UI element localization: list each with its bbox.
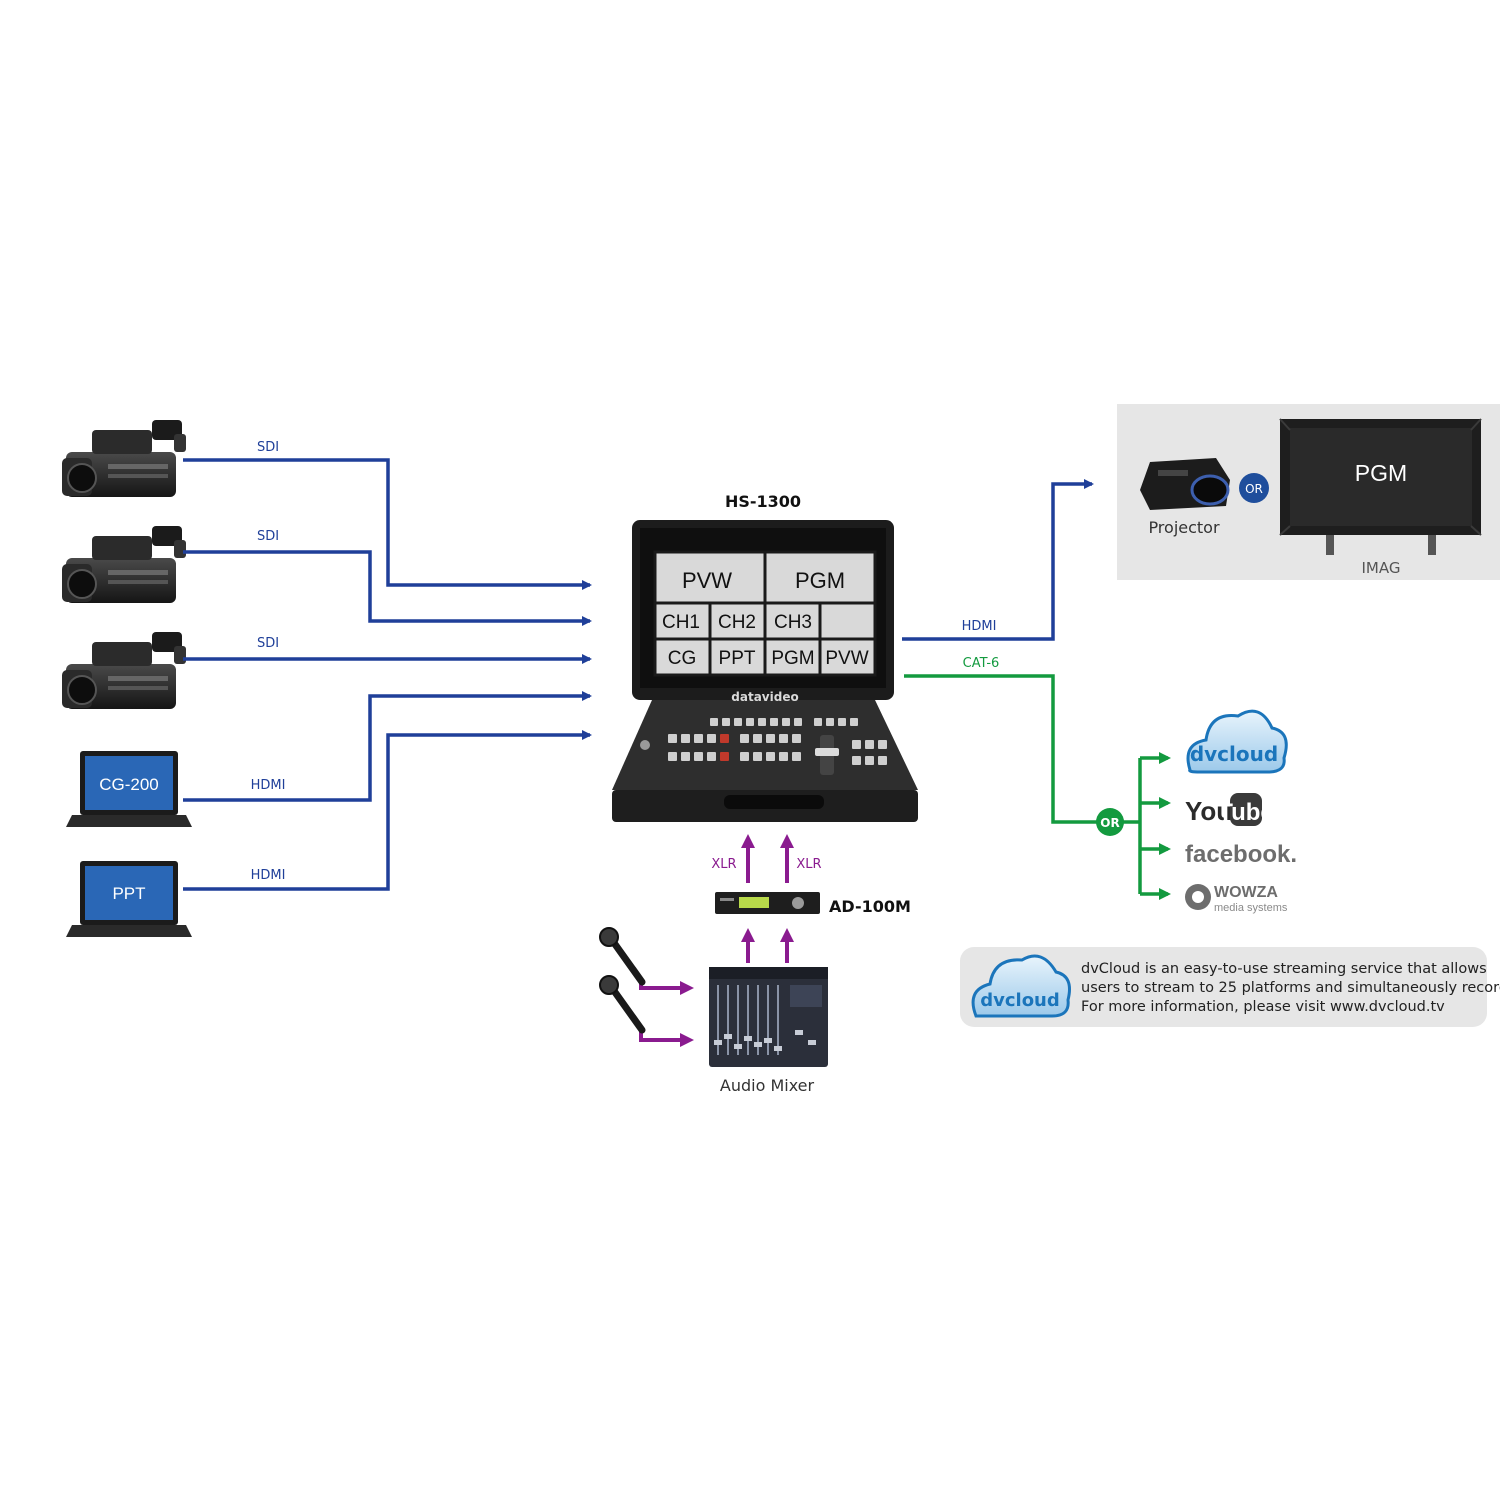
projector-label: Projector	[1148, 518, 1220, 537]
microphone-icon-1	[599, 927, 646, 986]
link-label-sdi-2: SDI	[257, 529, 279, 544]
switcher-device: PVW PGM CH1 CH2 CH3 CG PPT PGM PVW datav…	[612, 520, 918, 822]
mv-mid-3: CH3	[774, 612, 812, 633]
dvcloud-info-cloud-icon	[971, 954, 1071, 1018]
xlr-label-right: XLR	[796, 857, 821, 872]
dvcloud-logo-icon: dvcloud	[1186, 709, 1288, 774]
audio-connectors	[639, 834, 794, 1047]
sdi-line-2	[183, 550, 592, 626]
switcher-brand-logo: datavideo	[731, 690, 798, 704]
wowza-logo-text: WOWZA	[1214, 884, 1278, 901]
wowza-logo-icon: WOWZA media systems	[1185, 884, 1288, 914]
facebook-logo-text: facebook.	[1185, 841, 1297, 868]
switcher-model-label: HS-1300	[725, 492, 801, 511]
projector-icon	[1140, 458, 1230, 510]
hdmi-line-2	[183, 730, 592, 891]
dvcloud-info-logo-text: dvcloud	[980, 990, 1060, 1011]
youtube-logo-you: You	[1185, 796, 1232, 826]
or-badge-display	[1239, 473, 1269, 503]
mv-bot-3: PGM	[771, 648, 814, 669]
xlr-label-left: XLR	[711, 857, 736, 872]
laptop-icon-cg200: CG-200	[66, 751, 192, 827]
mv-mid-2: CH2	[718, 612, 756, 633]
laptop-screen-label-ppt: PPT	[112, 884, 145, 903]
display-caption: IMAG	[1362, 559, 1401, 577]
info-line-3: For more information, please visit www.d…	[1081, 999, 1445, 1015]
camera-icon-3	[62, 632, 186, 709]
display-screen-label: PGM	[1355, 460, 1407, 486]
audio-mixer-icon	[709, 967, 828, 1067]
mv-bot-1: CG	[668, 648, 697, 669]
mv-mid-1: CH1	[662, 612, 700, 633]
dvcloud-logo-text: dvcloud	[1190, 742, 1278, 766]
mv-top-1: PVW	[682, 568, 732, 593]
youtube-logo-icon: You Tube	[1185, 793, 1274, 826]
link-label-cat6: CAT-6	[963, 656, 1000, 671]
camera-icon-2	[62, 526, 186, 603]
hdmi-output-line	[902, 479, 1094, 641]
mv-bot-4: PVW	[825, 648, 868, 669]
info-line-2: users to stream to 25 platforms and simu…	[1081, 980, 1500, 996]
dvcloud-info-box: dvcloud dvCloud is an easy-to-use stream…	[960, 947, 1500, 1027]
audio-mixer-label: Audio Mixer	[720, 1076, 815, 1095]
hdmi-line-1	[183, 691, 592, 802]
link-label-sdi-3: SDI	[257, 636, 279, 651]
ad100m-device-icon	[715, 892, 820, 914]
or-badge-display-label: OR	[1245, 482, 1263, 496]
link-label-hdmi-2: HDMI	[251, 868, 286, 883]
microphone-icon-2	[599, 975, 646, 1034]
or-badge-stream	[1096, 808, 1124, 836]
or-badge-stream-label: OR	[1100, 816, 1119, 830]
sdi-line-1	[183, 458, 592, 590]
ad100m-label: AD-100M	[829, 897, 911, 916]
mv-top-2: PGM	[795, 568, 845, 593]
laptop-icon-ppt: PPT	[66, 861, 192, 937]
info-line-1: dvCloud is an easy-to-use streaming serv…	[1081, 961, 1487, 977]
link-label-hdmi-1: HDMI	[251, 778, 286, 793]
laptop-screen-label-cg200: CG-200	[99, 775, 159, 794]
link-label-sdi-1: SDI	[257, 440, 279, 455]
input-connectors	[183, 458, 592, 891]
wowza-logo-sub: media systems	[1214, 902, 1288, 914]
camera-icon-1	[62, 420, 186, 497]
link-label-hdmi-out: HDMI	[962, 619, 997, 634]
mv-bot-2: PPT	[719, 648, 756, 669]
multiview-screen: PVW PGM CH1 CH2 CH3 CG PPT PGM PVW	[653, 550, 877, 677]
youtube-logo-tube: Tube	[1218, 799, 1274, 826]
stream-connectors	[904, 674, 1171, 900]
display-screen: PGM	[1279, 418, 1482, 555]
